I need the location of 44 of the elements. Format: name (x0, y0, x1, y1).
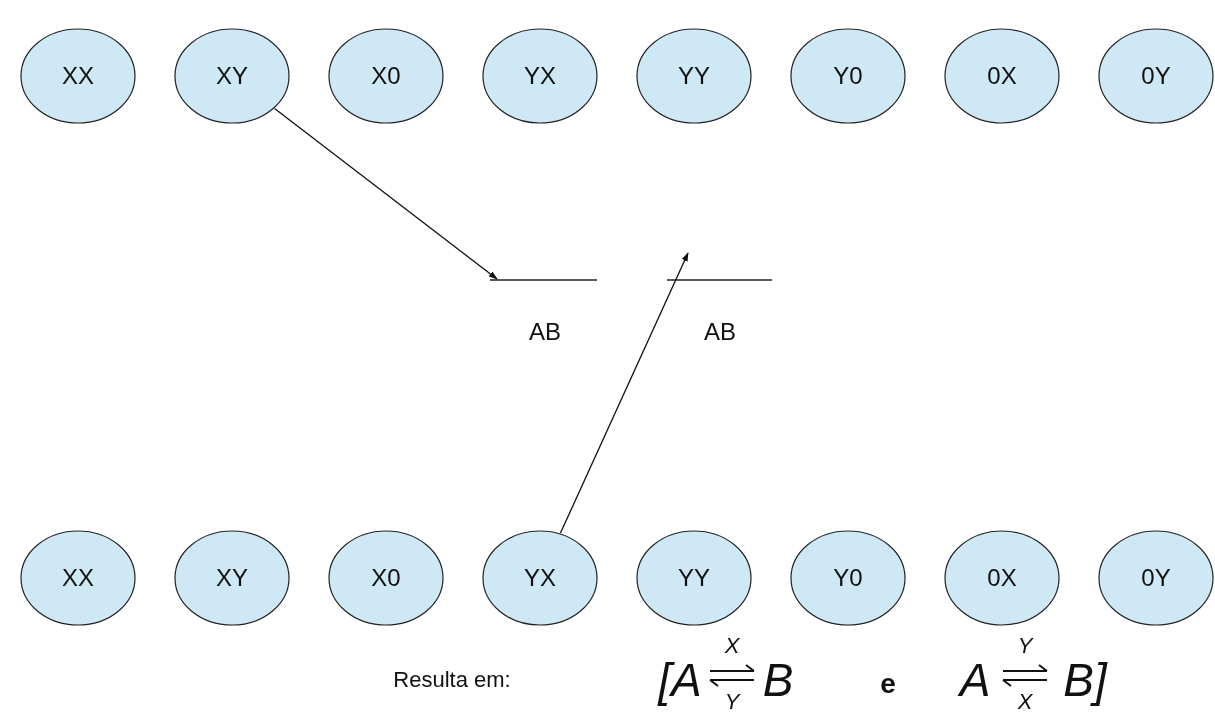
node-label: Y0 (833, 62, 863, 90)
node-label: 0Y (1141, 62, 1171, 90)
circle-node (790, 530, 906, 626)
node-label: 0Y (1141, 564, 1171, 592)
node-label: 0X (987, 62, 1017, 90)
node-label: YY (678, 564, 710, 592)
formula-term: A (959, 657, 991, 703)
fraction-label: AB (529, 320, 561, 344)
circle-node (20, 530, 136, 626)
formula-subscript: X (1017, 691, 1033, 713)
circle-node (636, 28, 752, 124)
node-label: YX (524, 564, 556, 592)
node-label: Y0 (833, 564, 863, 592)
circle-node (790, 28, 906, 124)
node-label: XY (216, 564, 248, 592)
result-label: Resulta em: (393, 669, 511, 691)
circle-node (944, 530, 1060, 626)
formula-term: B (762, 657, 794, 703)
node-label: YY (678, 62, 710, 90)
conjunction-text: e (880, 670, 896, 698)
node-label: X0 (371, 564, 401, 592)
formula-subscript: Y (724, 691, 740, 713)
node-label: XX (62, 62, 94, 90)
node-label: X0 (371, 62, 401, 90)
circle-node (20, 28, 136, 124)
circle-node (174, 28, 290, 124)
circle-node (174, 530, 290, 626)
circle-node (328, 530, 444, 626)
circle-node (1098, 530, 1214, 626)
node-label: 0X (987, 564, 1017, 592)
circle-node (328, 28, 444, 124)
node-label: XX (62, 564, 94, 592)
circle-node (482, 530, 598, 626)
node-label: XY (216, 62, 248, 90)
circle-node (636, 530, 752, 626)
formula-superscript: Y (1017, 635, 1033, 657)
fraction-label: AB (704, 320, 736, 344)
formula-superscript: X (724, 635, 740, 657)
arrow (273, 107, 498, 280)
arrow (559, 252, 689, 534)
circle-node (944, 28, 1060, 124)
circle-node (1098, 28, 1214, 124)
node-label: YX (524, 62, 556, 90)
circle-node (482, 28, 598, 124)
